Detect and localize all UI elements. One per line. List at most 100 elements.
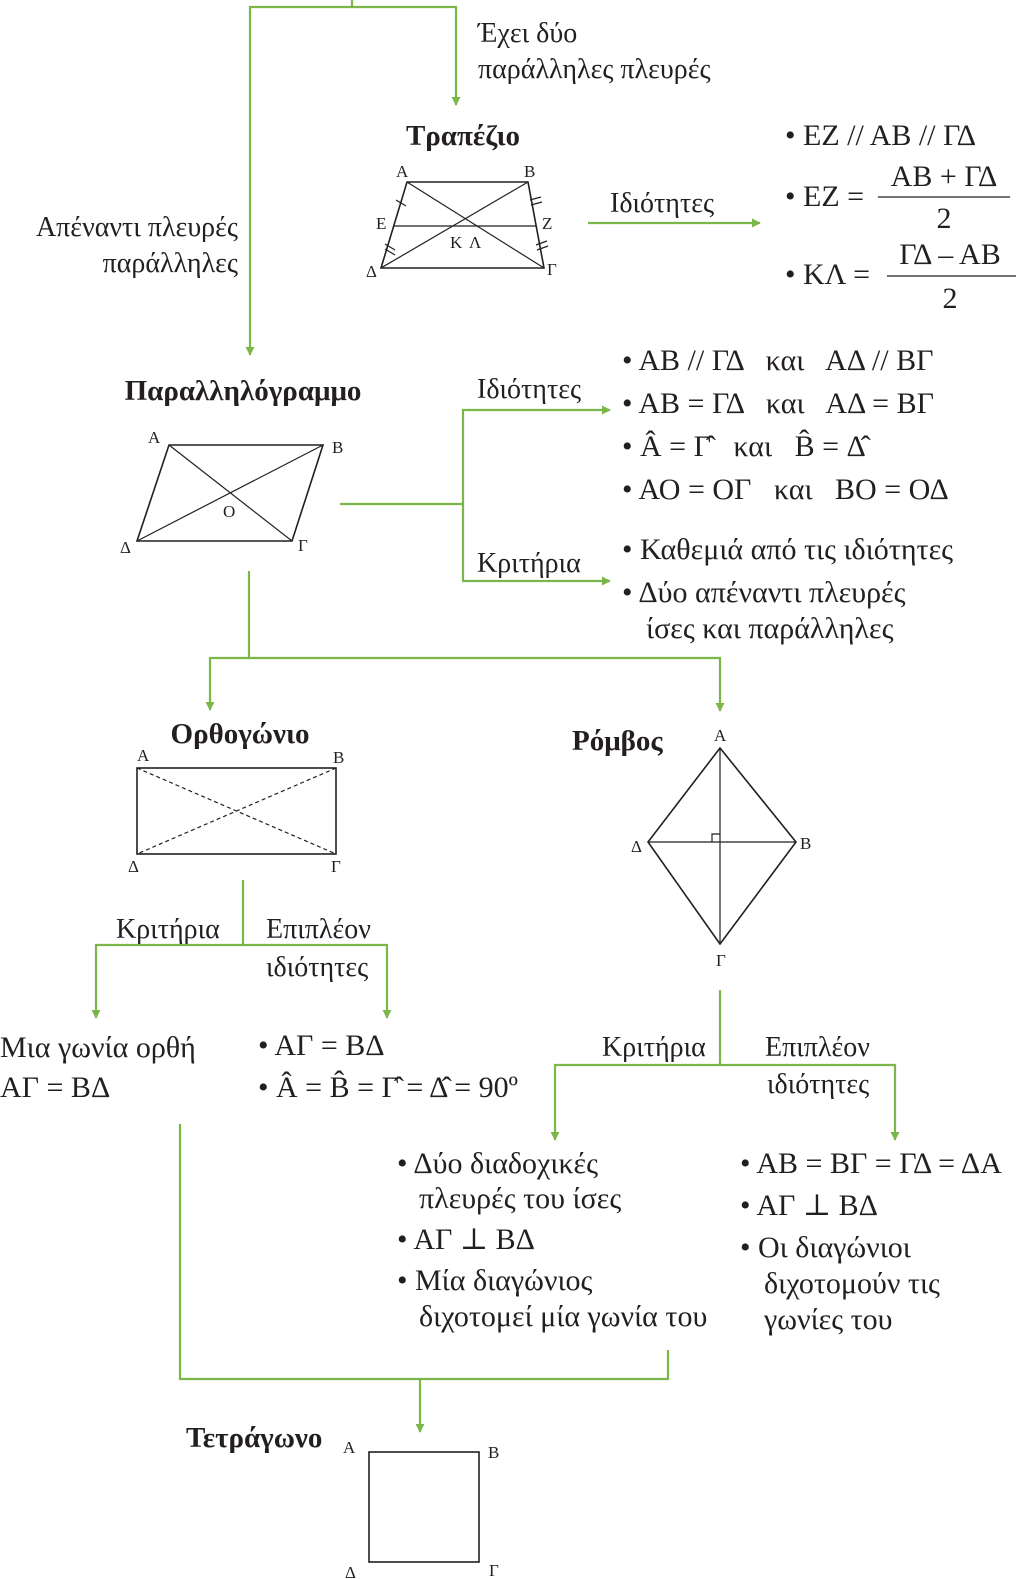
rhombus-criterion-3: • Μία διαγώνιος bbox=[397, 1264, 593, 1297]
trapezoid-point-b: Β bbox=[524, 162, 535, 181]
square-node: Τετράγωνο Α Β Γ Δ bbox=[186, 1422, 499, 1579]
rhombus-extra-2: • ΑΓ ⊥ ΒΔ bbox=[740, 1189, 878, 1222]
parallelogram-title: Παραλληλόγραμμο bbox=[125, 375, 362, 407]
trapezoid-node: Τραπέζιο Α Β Γ Δ Ε Ζ Κ Λ Ιδιότητε bbox=[366, 119, 1016, 315]
trapezoid-outline bbox=[379, 181, 545, 269]
rectangle-extra-label-1: Επιπλέον bbox=[266, 914, 371, 945]
parallelogram-diagonal-bd bbox=[136, 444, 324, 542]
rectangle-title: Ορθογώνιο bbox=[171, 718, 310, 750]
rhombus-figure: Α Β Γ Δ bbox=[631, 726, 811, 970]
parallelogram-figure: Α Β Γ Δ Ο bbox=[120, 428, 343, 557]
parallelogram-point-g: Γ bbox=[298, 536, 308, 555]
rhombus-extra-label-1: Επιπλέον bbox=[765, 1032, 870, 1063]
rhombus-right-angle-mark bbox=[711, 833, 720, 842]
trapezoid-title: Τραπέζιο bbox=[406, 120, 520, 152]
arrow-parallelogram-criteria bbox=[461, 504, 611, 586]
rhombus-extra-3-cont-2: γωνίες του bbox=[763, 1303, 893, 1336]
rectangle-point-a: Α bbox=[137, 746, 150, 765]
trapezoid-prop-midline-numerator: ΑΒ + ΓΔ bbox=[891, 160, 998, 193]
rectangle-figure: Α Β Γ Δ bbox=[128, 746, 344, 876]
square-title: Τετράγωνο bbox=[186, 1422, 322, 1454]
trapezoid-point-z: Ζ bbox=[542, 214, 552, 233]
parallelogram-properties: • ΑΒ // ΓΔ και ΑΔ // ΒΓ • ΑΒ = ΓΔ και ΑΔ… bbox=[622, 344, 949, 506]
parallelogram-prop-2: • ΑΒ = ΓΔ και ΑΔ = ΒΓ bbox=[622, 387, 934, 420]
trapezoid-point-k: Κ bbox=[450, 233, 463, 252]
parallelogram-prop-1: • ΑΒ // ΓΔ και ΑΔ // ΒΓ bbox=[622, 344, 933, 377]
rhombus-point-b: Β bbox=[800, 834, 811, 853]
trapezoid-prop-kl-left: • ΚΛ = bbox=[785, 258, 870, 291]
rhombus-node: Ρόμβος Α Β Γ Δ Κριτήρια Επιπλέον ιδιότητ… bbox=[397, 725, 1002, 1336]
trapezoid-point-g: Γ bbox=[547, 260, 557, 279]
rectangle-diagonal-bd bbox=[136, 767, 337, 855]
arrow-rhombus-extra bbox=[720, 1063, 900, 1141]
square-point-b: Β bbox=[488, 1443, 499, 1462]
rectangle-extra-properties: • ΑΓ = ΒΔ • Â = B̂ = Γ̂ = Δ̂ = 90º bbox=[258, 1029, 518, 1104]
rectangle-criteria-label: Κριτήρια bbox=[116, 914, 220, 945]
rhombus-extra-properties: • ΑΒ = ΒΓ = ΓΔ = ΔΑ • ΑΓ ⊥ ΒΔ • Οι διαγώ… bbox=[740, 1147, 1002, 1336]
parallelogram-criterion-1: • Καθεμιά από τις ιδιότητες bbox=[622, 533, 953, 566]
rectangle-point-b: Β bbox=[333, 748, 344, 767]
arrow-rectangle-criteria bbox=[91, 880, 245, 1019]
rhombus-criterion-3-cont: διχοτομεί μία γωνία του bbox=[419, 1300, 707, 1333]
rectangle-extra-1: • ΑΓ = ΒΔ bbox=[258, 1029, 385, 1062]
parallelogram-point-d: Δ bbox=[120, 538, 131, 557]
rectangle-outline bbox=[136, 767, 337, 855]
trapezoid-figure: Α Β Γ Δ Ε Ζ Κ Λ bbox=[366, 162, 557, 281]
rhombus-criteria-label: Κριτήρια bbox=[602, 1032, 706, 1063]
parallelogram-criterion-2-cont: ίσες και παράλληλες bbox=[646, 612, 894, 645]
rectangle-criteria: Μια γωνία ορθή ΑΓ = ΒΔ bbox=[0, 1031, 196, 1104]
trapezoid-diagonal-bd bbox=[380, 181, 529, 269]
trapezoid-tick-marks bbox=[384, 196, 549, 256]
parallelogram-point-a: Α bbox=[148, 428, 161, 447]
rectangle-extra-label-2: ιδιότητες bbox=[266, 952, 368, 983]
rhombus-criterion-1: • Δύο διαδοχικές bbox=[397, 1147, 598, 1180]
parallelogram-prop-3: • Â = Γ̂ και B̂ = Δ̂ bbox=[622, 429, 871, 463]
rhombus-point-d: Δ bbox=[631, 837, 642, 856]
arrow-to-trapezoid bbox=[352, 5, 461, 106]
label-opposite-parallel-2: παράλληλες bbox=[103, 248, 238, 279]
rectangle-criterion-2: ΑΓ = ΒΔ bbox=[0, 1071, 110, 1104]
rhombus-extra-3-cont: διχοτομούν τις bbox=[764, 1267, 940, 1300]
rectangle-node: Ορθογώνιο Α Β Γ Δ Κριτήρια Επιπλέον ιδιό… bbox=[0, 718, 518, 1104]
trapezoid-point-l: Λ bbox=[469, 233, 482, 252]
arrow-to-rhombus bbox=[249, 656, 725, 712]
square-figure: Α Β Γ Δ bbox=[343, 1438, 499, 1579]
rectangle-point-d: Δ bbox=[128, 857, 139, 876]
rectangle-criterion-1: Μια γωνία ορθή bbox=[0, 1031, 196, 1064]
rhombus-outline bbox=[647, 746, 798, 946]
parallelogram-criteria: • Καθεμιά από τις ιδιότητες • Δύο απέναν… bbox=[622, 533, 953, 645]
rectangle-extra-2: • Â = B̂ = Γ̂ = Δ̂ = 90º bbox=[258, 1070, 518, 1104]
parallelogram-point-o: Ο bbox=[223, 502, 235, 521]
arrow-to-parallelogram bbox=[245, 0, 354, 356]
rhombus-point-a: Α bbox=[714, 726, 727, 745]
square-point-a: Α bbox=[343, 1438, 356, 1457]
trapezoid-prop-kl-numerator: ΓΔ – ΑΒ bbox=[899, 238, 1000, 271]
rhombus-extra-3: • Οι διαγώνιοι bbox=[740, 1231, 911, 1264]
parallelogram-point-b: Β bbox=[332, 438, 343, 457]
line-rectangle-to-square bbox=[178, 1124, 670, 1381]
arrow-to-rectangle bbox=[205, 571, 251, 711]
trapezoid-point-e: Ε bbox=[376, 214, 386, 233]
rhombus-point-g: Γ bbox=[716, 951, 726, 970]
rhombus-criterion-2: • ΑΓ ⊥ ΒΔ bbox=[397, 1223, 535, 1256]
trapezoid-prop-midline-denominator: 2 bbox=[937, 202, 952, 235]
trapezoid-prop-kl-denominator: 2 bbox=[943, 282, 958, 315]
parallelogram-criteria-label: Κριτήρια bbox=[477, 548, 581, 579]
arrow-rhombus-criteria bbox=[550, 990, 722, 1141]
trapezoid-properties-label: Ιδιότητες bbox=[610, 188, 714, 219]
parallelogram-properties-label: Ιδιότητες bbox=[477, 374, 581, 405]
trapezoid-prop-parallel: • ΕΖ // ΑΒ // ΓΔ bbox=[785, 119, 976, 152]
trapezoid-properties: • ΕΖ // ΑΒ // ΓΔ • ΕΖ = ΑΒ + ΓΔ 2 • ΚΛ =… bbox=[785, 119, 1016, 315]
rectangle-point-g: Γ bbox=[331, 857, 341, 876]
square-point-g: Γ bbox=[489, 1561, 499, 1579]
connector-arrows bbox=[91, 0, 900, 1433]
square-point-d: Δ bbox=[345, 1563, 356, 1579]
rhombus-criteria: • Δύο διαδοχικές πλευρές του ίσες • ΑΓ ⊥… bbox=[397, 1147, 707, 1333]
trapezoid-prop-midline-left: • ΕΖ = bbox=[785, 180, 864, 213]
label-opposite-parallel-1: Απέναντι πλευρές bbox=[36, 212, 238, 243]
rhombus-extra-1: • ΑΒ = ΒΓ = ΓΔ = ΔΑ bbox=[740, 1147, 1002, 1180]
parallelogram-node: Παραλληλόγραμμο Α Β Γ Δ Ο Ιδιότητες Κριτ… bbox=[120, 344, 953, 645]
rhombus-extra-label-2: ιδιότητες bbox=[767, 1069, 869, 1100]
label-has-two-parallel-2: παράλληλες πλευρές bbox=[478, 54, 711, 85]
